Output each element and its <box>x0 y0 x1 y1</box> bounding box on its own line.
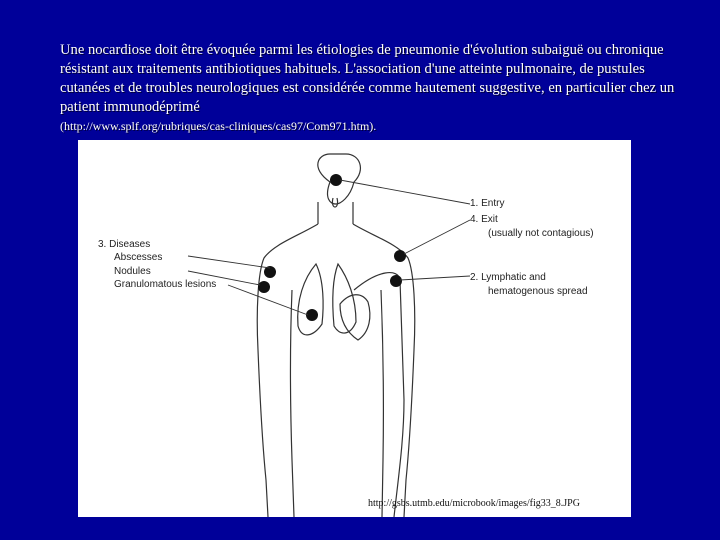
nocardia-diagram: 1. Entry 4. Exit (usually not contagious… <box>78 140 631 517</box>
exit-label: 4. Exit <box>470 214 498 225</box>
lymphatic-dot <box>390 275 402 287</box>
vessel-path <box>353 272 405 517</box>
entry-label: 1. Entry <box>470 198 504 209</box>
neck-outline <box>317 202 354 224</box>
body-outline: 1. Entry 4. Exit (usually not contagious… <box>98 153 594 517</box>
left-torso <box>289 289 295 517</box>
lymphatic-label: 2. Lymphatic and <box>470 272 546 283</box>
nose-outline <box>331 197 339 208</box>
lymphatic-label-cont: hematogenous spread <box>488 286 588 297</box>
granulomatous-label: Granulomatous lesions <box>114 279 216 290</box>
right-lung <box>332 262 357 334</box>
granulomatous-leader <box>227 284 309 316</box>
image-credit: http://gsbs.utmb.edu/microbook/images/fi… <box>368 498 580 509</box>
abscesses-leader <box>187 255 271 269</box>
right-torso <box>380 289 384 517</box>
right-shoulder-arm <box>352 223 416 517</box>
left-shoulder-arm <box>256 223 319 517</box>
head-outline <box>317 153 362 205</box>
exit-leader <box>403 219 471 255</box>
entry-dot <box>330 174 342 186</box>
heart-outline <box>339 294 371 341</box>
exit-note: (usually not contagious) <box>488 228 594 239</box>
nodules-label: Nodules <box>114 266 151 277</box>
caption-source: (http://www.splf.org/rubriques/cas-clini… <box>60 119 377 133</box>
entry-leader <box>339 179 471 205</box>
exit-dot <box>394 250 406 262</box>
caption-text: Une nocardiose doit être évoquée parmi l… <box>60 42 675 115</box>
diseases-label: 3. Diseases <box>98 239 150 250</box>
lung-lesion-dot <box>306 309 318 321</box>
abscess-dot <box>264 266 276 278</box>
nodule-dot <box>258 281 270 293</box>
nodules-leader <box>187 270 261 286</box>
lymphatic-leader <box>399 275 471 281</box>
slide-caption: Une nocardiose doit être évoquée parmi l… <box>60 41 680 134</box>
left-lung <box>297 262 324 336</box>
abscesses-label: Abscesses <box>114 252 162 263</box>
